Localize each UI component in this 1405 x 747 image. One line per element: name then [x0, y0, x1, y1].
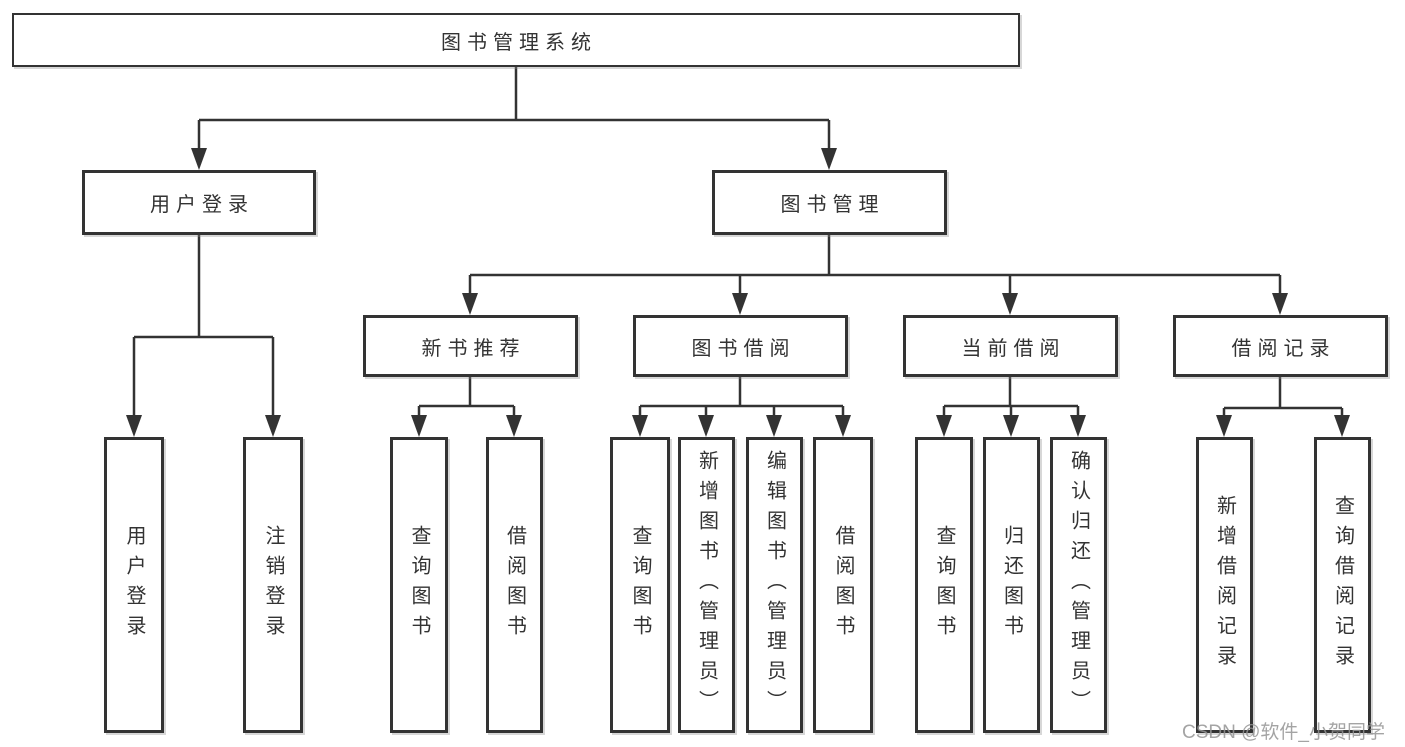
node-current-borrowing: 当前借阅	[903, 315, 1118, 377]
node-leaf-add-borrow-record: 新增借阅记录	[1196, 437, 1253, 733]
node-leaf-user-login: 用户登录	[104, 437, 164, 733]
arrow-down-icon	[1003, 415, 1019, 437]
arrow-down-icon	[1334, 415, 1350, 437]
arrow-down-icon	[766, 415, 782, 437]
connector-book-mgmt-children	[468, 235, 1282, 298]
arrow-down-icon	[632, 415, 648, 437]
arrow-down-icon	[1002, 293, 1018, 315]
arrow-down-icon	[506, 415, 522, 437]
node-new-book-recommend: 新书推荐	[363, 315, 578, 377]
arrow-down-icon	[936, 415, 952, 437]
node-leaf-borrow-books-borrowing: 借阅图书	[813, 437, 873, 733]
connector-borrowing-children	[638, 377, 845, 420]
arrow-down-icon	[732, 293, 748, 315]
arrow-down-icon	[126, 415, 142, 437]
node-user-login: 用户登录	[82, 170, 316, 235]
node-leaf-edit-books-admin: 编辑图书（管理员）	[746, 437, 803, 733]
node-leaf-return-books: 归还图书	[983, 437, 1040, 733]
connector-root-to-level1	[197, 67, 831, 152]
node-leaf-add-books-admin: 新增图书（管理员）	[678, 437, 735, 733]
csdn-watermark: CSDN @软件_小贺同学	[1182, 722, 1385, 743]
connector-current-children	[942, 377, 1080, 420]
node-leaf-query-books-current: 查询图书	[915, 437, 973, 733]
arrow-down-icon	[835, 415, 851, 437]
node-leaf-confirm-return-admin: 确认归还（管理员）	[1050, 437, 1107, 733]
arrow-down-icon	[1216, 415, 1232, 437]
node-leaf-logout: 注销登录	[243, 437, 303, 733]
node-leaf-borrow-books-newrec: 借阅图书	[486, 437, 543, 733]
arrow-down-icon	[462, 293, 478, 315]
arrow-down-icon	[265, 415, 281, 437]
arrow-down-icon	[1272, 293, 1288, 315]
node-leaf-query-books-borrowing: 查询图书	[610, 437, 670, 733]
arrow-down-icon	[1070, 415, 1086, 437]
node-borrowing-records: 借阅记录	[1173, 315, 1388, 377]
node-leaf-query-books-newrec: 查询图书	[390, 437, 448, 733]
arrow-down-icon	[191, 148, 207, 170]
connector-new-rec-children	[417, 377, 516, 420]
connector-user-login-children	[132, 235, 275, 420]
node-library-management-system: 图书管理系统	[12, 13, 1020, 67]
node-book-management: 图书管理	[712, 170, 947, 235]
arrow-down-icon	[698, 415, 714, 437]
node-leaf-query-borrow-record: 查询借阅记录	[1314, 437, 1371, 733]
connector-records-children	[1222, 377, 1344, 420]
arrow-down-icon	[411, 415, 427, 437]
arrow-down-icon	[821, 148, 837, 170]
node-book-borrowing: 图书借阅	[633, 315, 848, 377]
